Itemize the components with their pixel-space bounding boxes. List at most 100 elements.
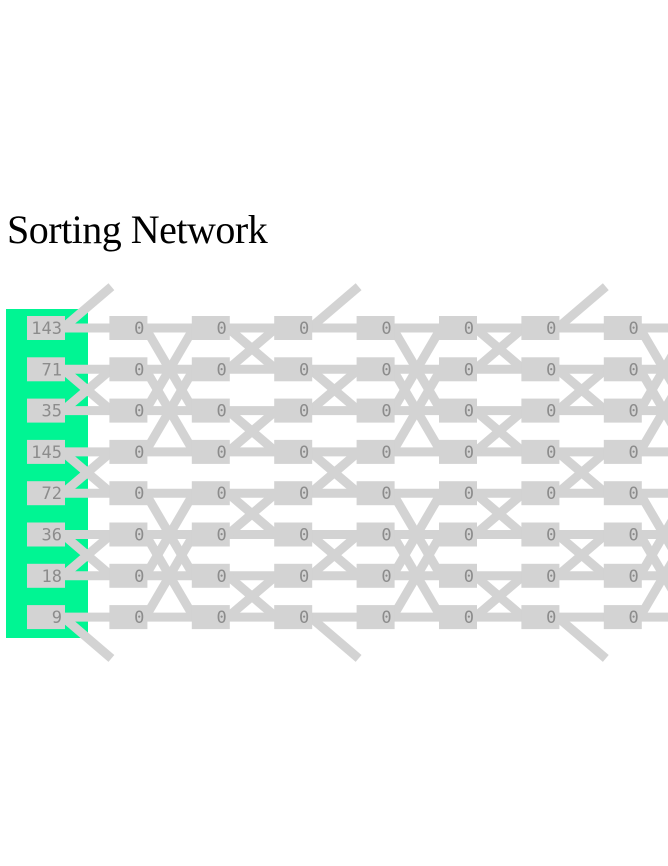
wire-cross (60, 283, 115, 332)
node-box (27, 481, 65, 506)
stage-node: 0 (439, 439, 477, 464)
node-box (191, 563, 230, 588)
node-value: 0 (629, 443, 639, 463)
stage-node: 0 (191, 481, 230, 506)
wire-cross (472, 489, 527, 538)
node-box (27, 439, 65, 464)
stage-node: 0 (109, 522, 148, 547)
node-value: 0 (629, 484, 639, 504)
node-box (439, 316, 477, 340)
wire-cross (224, 407, 280, 456)
node-box (109, 316, 148, 340)
wire-cross (554, 531, 609, 580)
node-value: 0 (381, 319, 391, 339)
input-node: 143 (27, 316, 65, 340)
node-value: 0 (217, 443, 227, 463)
node-value: 18 (42, 567, 62, 587)
stage-node: 0 (109, 398, 148, 423)
node-value: 0 (464, 484, 474, 504)
node-box (27, 605, 65, 630)
stage-node: 0 (274, 522, 313, 547)
node-box (191, 357, 230, 382)
node-value: 0 (299, 608, 309, 628)
node-value: 0 (299, 402, 309, 422)
node-value: 0 (546, 484, 556, 504)
wire-cross (388, 490, 445, 579)
node-box (356, 605, 395, 630)
page-title: Sorting Network (7, 207, 268, 252)
node-box (274, 481, 313, 506)
stage-node: 0 (439, 316, 477, 340)
node-box (356, 316, 395, 340)
node-box (356, 357, 395, 382)
node-value: 0 (134, 319, 144, 339)
node-value: 0 (299, 567, 309, 587)
stage-node: 0 (356, 316, 395, 340)
stage-node: 0 (439, 563, 477, 588)
node-box (603, 398, 642, 423)
stage-node: 0 (109, 357, 148, 382)
wire-cross (554, 283, 609, 332)
stage-node: 0 (603, 316, 642, 340)
node-value: 0 (546, 360, 556, 380)
wire-cross (60, 448, 115, 497)
node-box (274, 439, 313, 464)
wire-cross (141, 325, 198, 413)
node-box (27, 398, 65, 423)
wire-cross (635, 353, 668, 413)
stage-node: 0 (356, 605, 395, 630)
node-box (603, 522, 642, 547)
node-value: 0 (381, 402, 391, 422)
node-box (27, 522, 65, 547)
node-value: 0 (299, 484, 309, 504)
stage-node: 0 (356, 357, 395, 382)
stage-node: 0 (356, 439, 395, 464)
stage-node: 0 (274, 316, 313, 340)
node-value: 0 (217, 567, 227, 587)
stage-node: 0 (274, 439, 313, 464)
stage-node: 0 (439, 398, 477, 423)
input-node: 72 (27, 481, 65, 506)
node-box (439, 605, 477, 630)
node-box (521, 316, 560, 340)
node-value: 0 (629, 608, 639, 628)
node-box (191, 522, 230, 547)
stage-node: 0 (603, 398, 642, 423)
node-value: 0 (546, 402, 556, 422)
stage-node: 0 (603, 605, 642, 630)
wire-cross (224, 324, 280, 373)
node-value: 72 (42, 484, 62, 504)
node-box (356, 481, 395, 506)
stage-node: 0 (109, 481, 148, 506)
stage-node: 0 (439, 481, 477, 506)
wire-cross (472, 407, 527, 456)
stage-node: 0 (109, 563, 148, 588)
wire-cross (60, 365, 115, 415)
wire-cross (60, 531, 115, 580)
node-value: 0 (134, 567, 144, 587)
stage-node: 0 (274, 398, 313, 423)
node-value: 0 (217, 319, 227, 339)
node-box (109, 563, 148, 588)
node-value: 0 (464, 526, 474, 546)
input-node: 9 (27, 605, 65, 630)
node-box (521, 481, 560, 506)
stage-node: 0 (109, 439, 148, 464)
node-box (274, 316, 313, 340)
stage-node: 0 (356, 481, 395, 506)
node-box (603, 357, 642, 382)
node-box (439, 481, 477, 506)
node-box (191, 316, 230, 340)
stage-node: 0 (521, 605, 560, 630)
node-box (109, 398, 148, 423)
node-value: 0 (134, 608, 144, 628)
node-value: 0 (217, 484, 227, 504)
wire-cross (554, 448, 609, 497)
stage-node: 0 (191, 522, 230, 547)
stage-node: 0 (109, 605, 148, 630)
node-box (521, 398, 560, 423)
node-box (191, 398, 230, 423)
node-box (521, 357, 560, 382)
node-value: 0 (299, 319, 309, 339)
network-nodes: 1437135145723618900000000000000000000000… (27, 316, 642, 630)
